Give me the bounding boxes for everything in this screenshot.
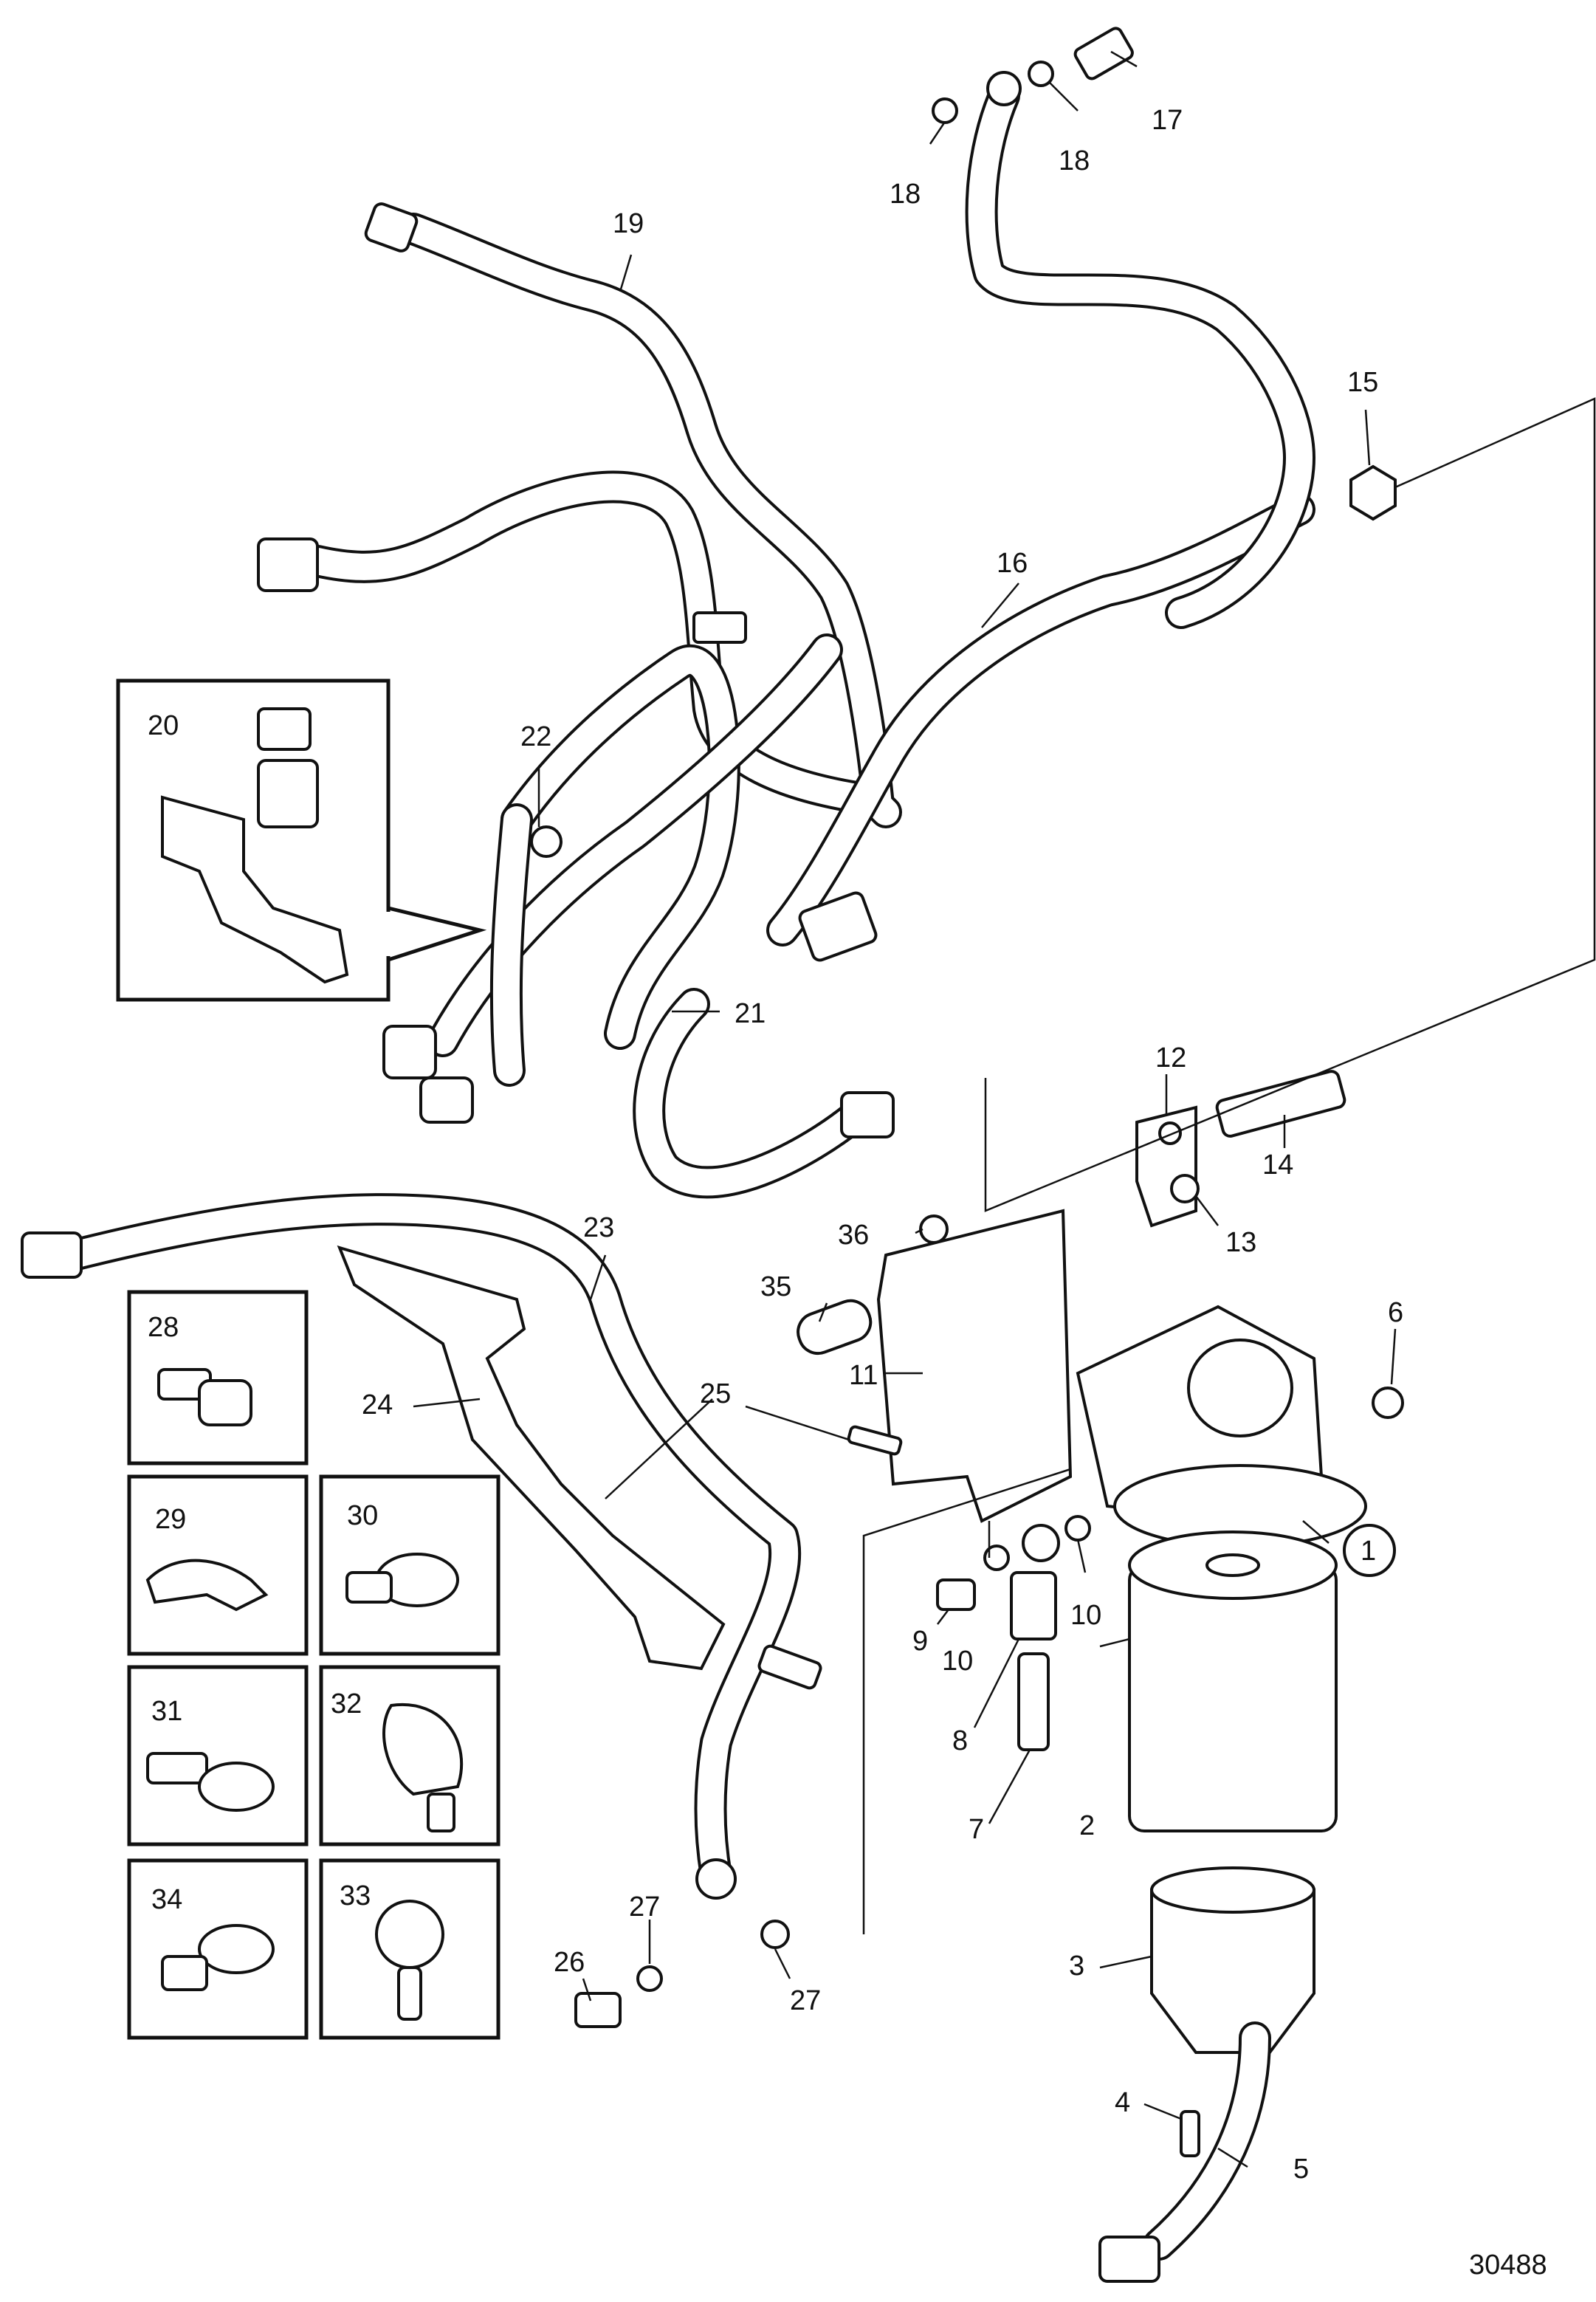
callout-4: 4 bbox=[1115, 2087, 1130, 2118]
clip-box-30 bbox=[319, 1474, 501, 1656]
callout-9: 9 bbox=[912, 1626, 928, 1657]
inset-20 bbox=[116, 678, 487, 1002]
nut-15 bbox=[1349, 464, 1397, 521]
clip-box-33 bbox=[319, 1858, 501, 2040]
callout-28: 28 bbox=[148, 1312, 179, 1343]
nipple-14 bbox=[1215, 1070, 1346, 1138]
clip-box-34 bbox=[127, 1858, 309, 2040]
filter-2 bbox=[1128, 1530, 1338, 1832]
callout-33: 33 bbox=[340, 1880, 371, 1911]
washer-36 bbox=[919, 1214, 949, 1244]
bracket-11 bbox=[876, 1209, 1073, 1523]
callout-2: 2 bbox=[1079, 1810, 1095, 1841]
hose-22 bbox=[382, 633, 843, 1124]
callout-15: 15 bbox=[1347, 367, 1378, 398]
callout-5: 5 bbox=[1293, 2154, 1309, 2185]
callout-32: 32 bbox=[331, 1688, 362, 1719]
nut-6 bbox=[1372, 1387, 1404, 1419]
callout-1: 1 bbox=[1361, 1536, 1376, 1567]
drain-4-and-hose-5 bbox=[1098, 2021, 1271, 2283]
screw-25 bbox=[847, 1425, 903, 1456]
callout-6: 6 bbox=[1388, 1297, 1403, 1328]
callout-23: 23 bbox=[583, 1212, 614, 1243]
hose-21 bbox=[633, 988, 895, 1199]
pipe-17 bbox=[932, 27, 1315, 629]
callout-19: 19 bbox=[613, 208, 644, 239]
callout-17: 17 bbox=[1152, 105, 1183, 136]
callout-30: 30 bbox=[347, 1500, 378, 1531]
callout-36: 36 bbox=[838, 1220, 869, 1251]
callout-21: 21 bbox=[735, 998, 766, 1029]
callout-7: 7 bbox=[969, 1814, 984, 1845]
clip-box-31 bbox=[127, 1665, 309, 1846]
callout-8: 8 bbox=[952, 1725, 968, 1756]
callout-35: 35 bbox=[760, 1271, 791, 1302]
hose-19 bbox=[364, 202, 902, 828]
callout-29: 29 bbox=[155, 1504, 186, 1535]
callout-14: 14 bbox=[1262, 1150, 1293, 1181]
callout-22: 22 bbox=[520, 721, 551, 752]
callout-16: 16 bbox=[997, 548, 1028, 579]
callout-3: 3 bbox=[1069, 1951, 1084, 1982]
callout-labels: 1 2 3 4 5 6 7 8 9 10 10 11 12 13 14 15 1… bbox=[148, 105, 1403, 2185]
callout-1-circle bbox=[1343, 1524, 1396, 1577]
spacer-35 bbox=[797, 1299, 873, 1356]
callout-10b: 10 bbox=[1070, 1600, 1101, 1631]
callout-26: 26 bbox=[554, 1947, 585, 1978]
callout-11: 11 bbox=[849, 1360, 878, 1391]
callout-24: 24 bbox=[362, 1389, 393, 1420]
callout-34: 34 bbox=[151, 1884, 182, 1915]
bracket-24 bbox=[337, 1245, 726, 1671]
callout-25: 25 bbox=[700, 1378, 731, 1409]
leader-lines bbox=[413, 50, 1596, 2168]
nut-13 bbox=[1170, 1174, 1200, 1203]
hose-16 bbox=[766, 493, 1315, 962]
callout-12: 12 bbox=[1155, 1042, 1186, 1073]
callout-18b: 18 bbox=[890, 179, 921, 210]
hose-23 bbox=[21, 1193, 822, 1900]
fittings bbox=[574, 1515, 1091, 2028]
callout-27a: 27 bbox=[629, 1892, 660, 1923]
callout-31: 31 bbox=[151, 1696, 182, 1727]
clip-box-29 bbox=[127, 1474, 309, 1656]
drawing-number: 30488 bbox=[1469, 2250, 1547, 2281]
bowl-3 bbox=[1150, 1866, 1315, 2054]
callout-13: 13 bbox=[1225, 1227, 1256, 1258]
callout-10a: 10 bbox=[942, 1646, 973, 1677]
callout-27b: 27 bbox=[790, 1985, 821, 2016]
filter-head-1 bbox=[1076, 1305, 1367, 1548]
clip-box-32 bbox=[319, 1665, 501, 1846]
clip-box-28 bbox=[127, 1290, 309, 1466]
callout-18a: 18 bbox=[1059, 145, 1090, 176]
callout-20: 20 bbox=[148, 710, 179, 741]
